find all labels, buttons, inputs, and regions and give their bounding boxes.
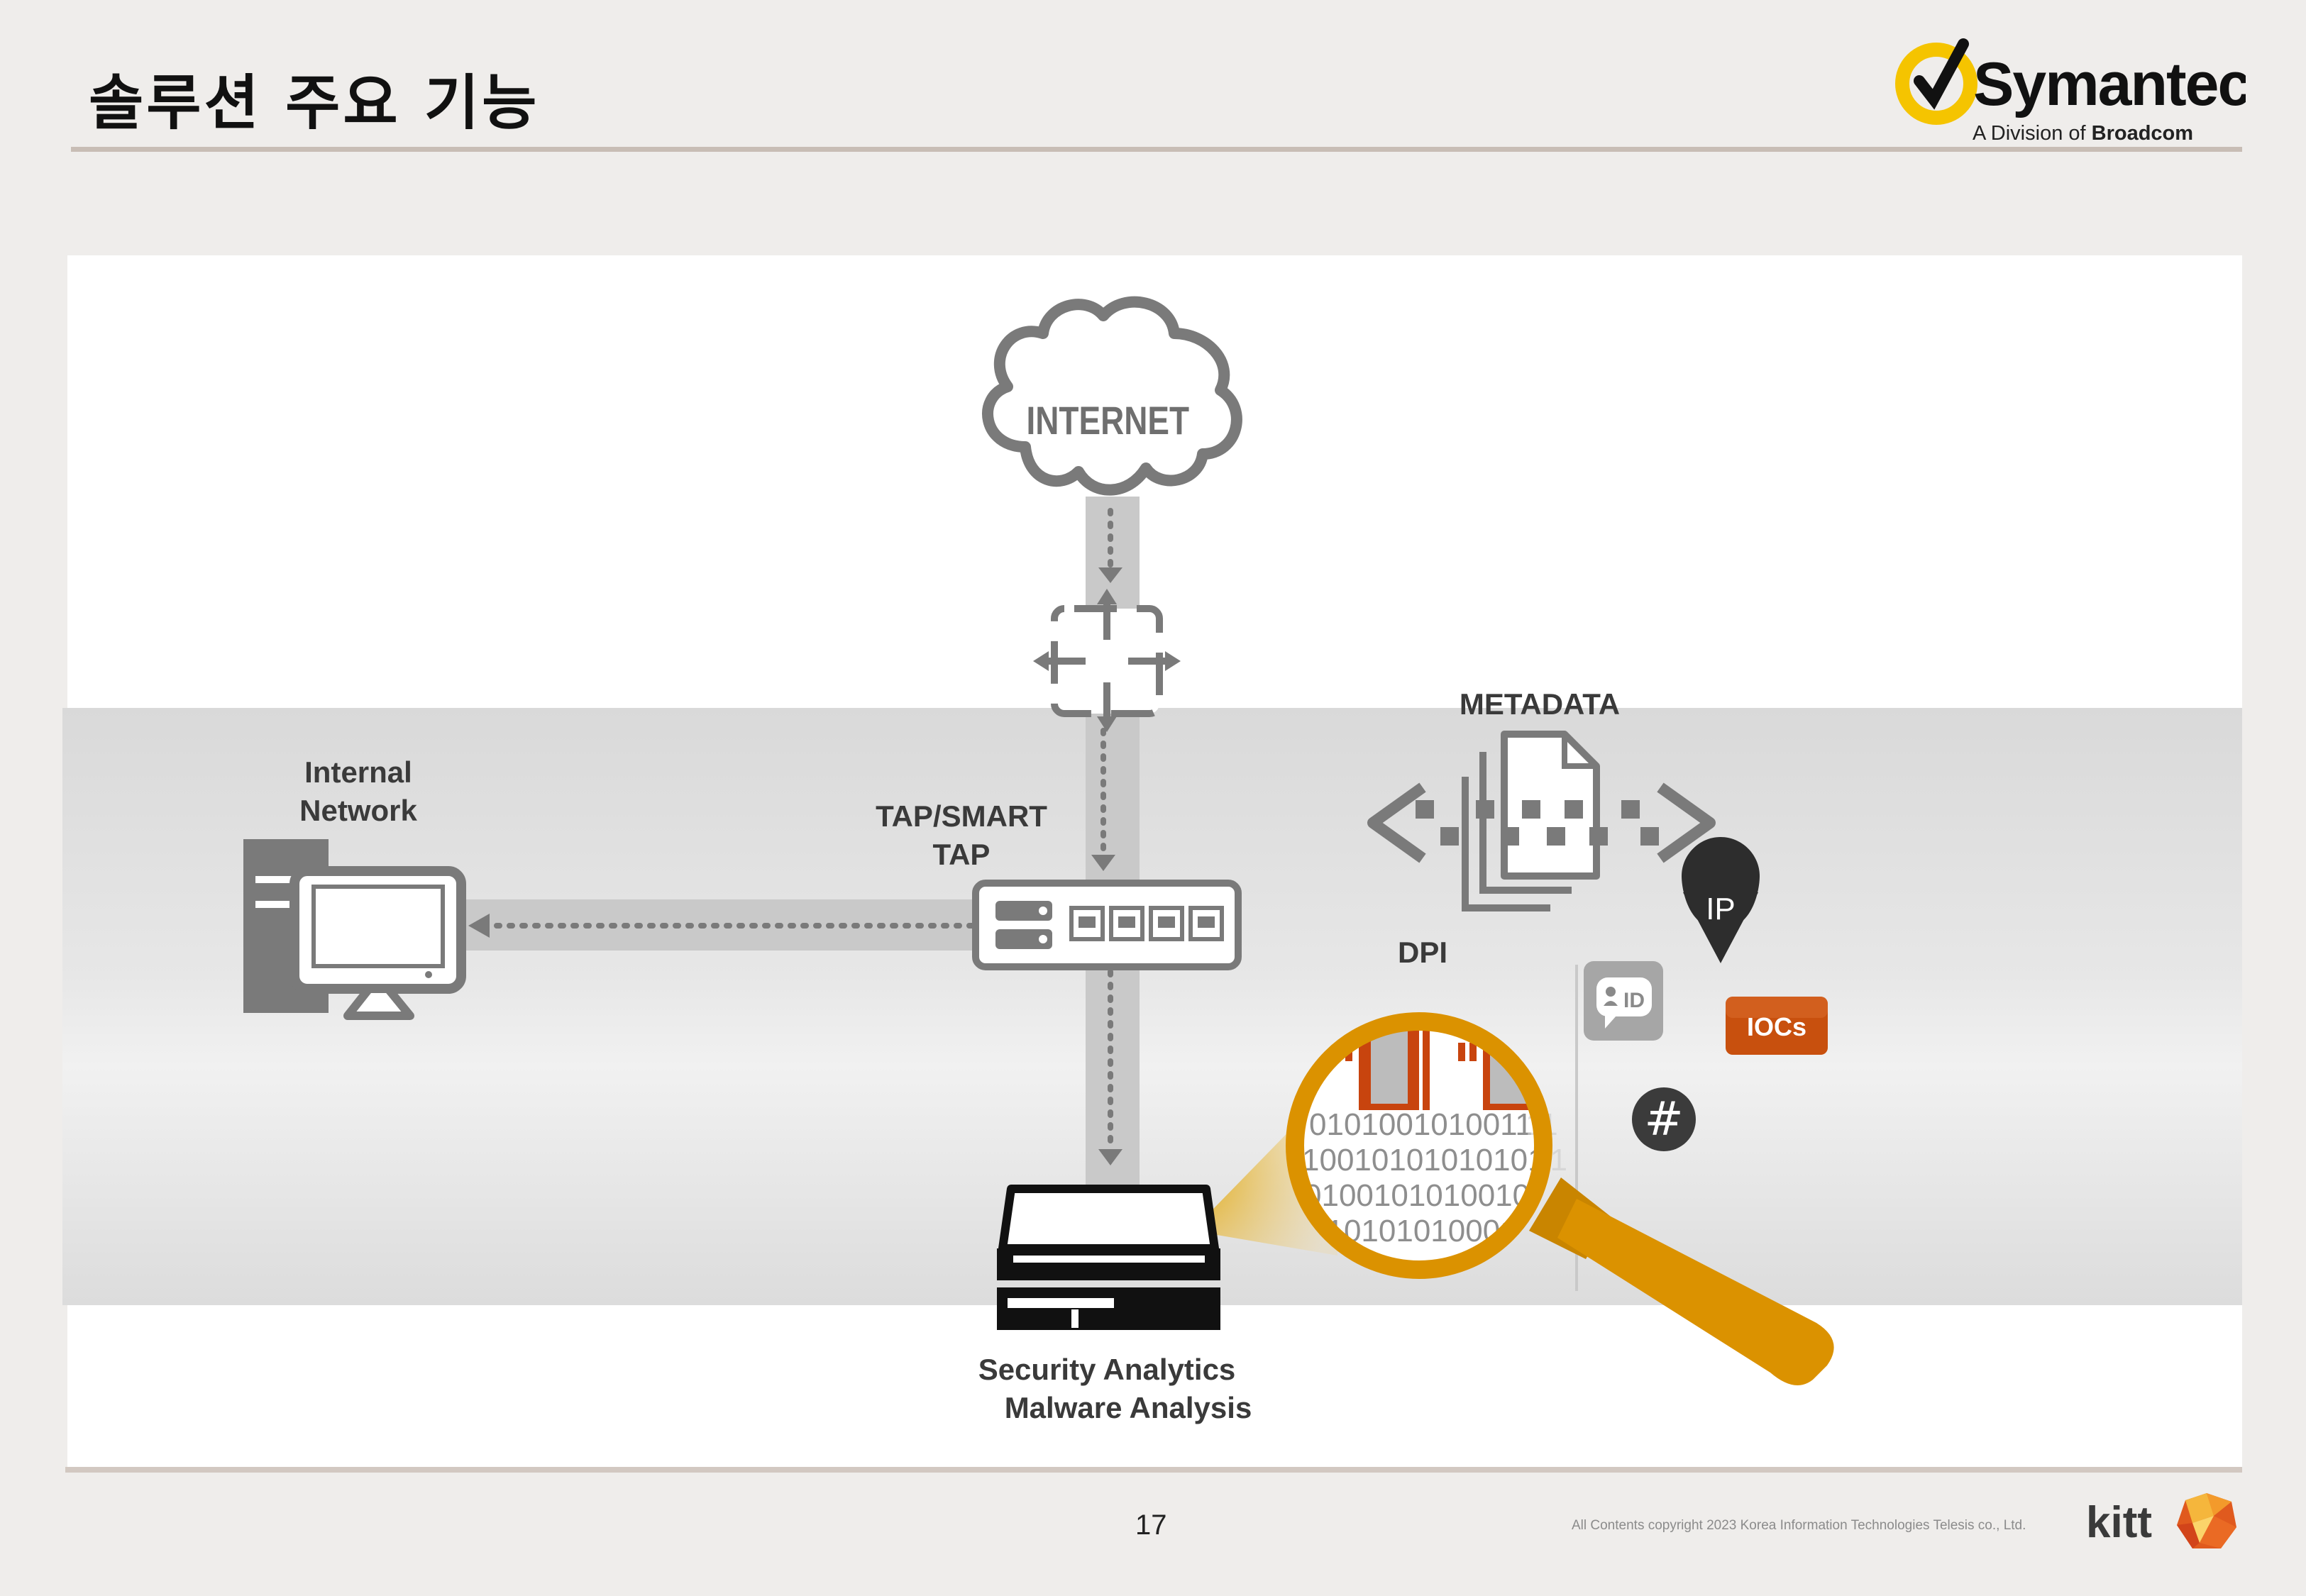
internal-network-label: Internal Network bbox=[299, 755, 417, 827]
arrow-down-icon bbox=[1098, 567, 1122, 583]
internet-label: INTERNET bbox=[1027, 399, 1190, 443]
kitt-logo: kitt bbox=[2086, 1493, 2236, 1548]
kitt-wordmark: kitt bbox=[2086, 1498, 2152, 1547]
tap-label: TAP/SMART TAP bbox=[876, 799, 1047, 871]
hash-label: # bbox=[1644, 1092, 1683, 1146]
kitt-gem-icon bbox=[2177, 1493, 2236, 1548]
brand-name: Symantec bbox=[1973, 50, 2246, 118]
svg-text:0101001010011: 0101001010011 bbox=[1309, 1107, 1533, 1142]
ip-pin-icon: IP bbox=[1682, 837, 1760, 963]
svg-text:1001010101010101: 1001010101010101 bbox=[1302, 1143, 1580, 1177]
metadata-label: METADATA bbox=[1459, 687, 1621, 721]
router-icon bbox=[1033, 589, 1181, 732]
arrow-down-icon bbox=[1098, 1149, 1122, 1165]
page-title: 솔루션 주요 기능 bbox=[89, 68, 540, 138]
brand-division: A Division of Broadcom bbox=[1973, 122, 2193, 145]
header-divider bbox=[71, 147, 2242, 152]
computer-icon bbox=[243, 839, 466, 1020]
appliance-label-line1: Security Analytics bbox=[978, 1353, 1236, 1386]
iocs-badge: IOCs bbox=[1726, 997, 1828, 1055]
hash-icon: # bbox=[1632, 1087, 1696, 1151]
iocs-label: IOCs bbox=[1747, 1012, 1806, 1041]
arrow-left-icon bbox=[468, 914, 490, 938]
symantec-logo: Symantec A Division of Broadcom bbox=[1895, 38, 2246, 145]
page-number: 17 bbox=[1135, 1509, 1167, 1541]
id-label: ID bbox=[1623, 989, 1645, 1012]
metadata-documents-icon bbox=[1367, 731, 1716, 911]
appliance-label-line2: Malware Analysis bbox=[1004, 1391, 1252, 1424]
magnifier-icon bbox=[1286, 1012, 1834, 1385]
security-analytics-appliance-icon bbox=[997, 1185, 1220, 1330]
svg-text:010010101001010: 010010101001010 bbox=[1304, 1178, 1565, 1213]
symantec-check-circle-icon bbox=[1895, 43, 1977, 125]
dpi-label: DPI bbox=[1397, 936, 1447, 969]
id-badge-icon: ID bbox=[1584, 961, 1663, 1041]
tap-switch-icon bbox=[972, 880, 1242, 970]
ip-label: IP bbox=[1706, 892, 1736, 926]
footer-divider bbox=[65, 1467, 2242, 1473]
check-mark-icon bbox=[1914, 38, 1969, 110]
arrow-down-icon bbox=[1091, 855, 1115, 871]
copyright-text: All Contents copyright 2023 Korea Inform… bbox=[1572, 1518, 2026, 1533]
internet-cloud-icon: INTERNET bbox=[982, 296, 1242, 496]
